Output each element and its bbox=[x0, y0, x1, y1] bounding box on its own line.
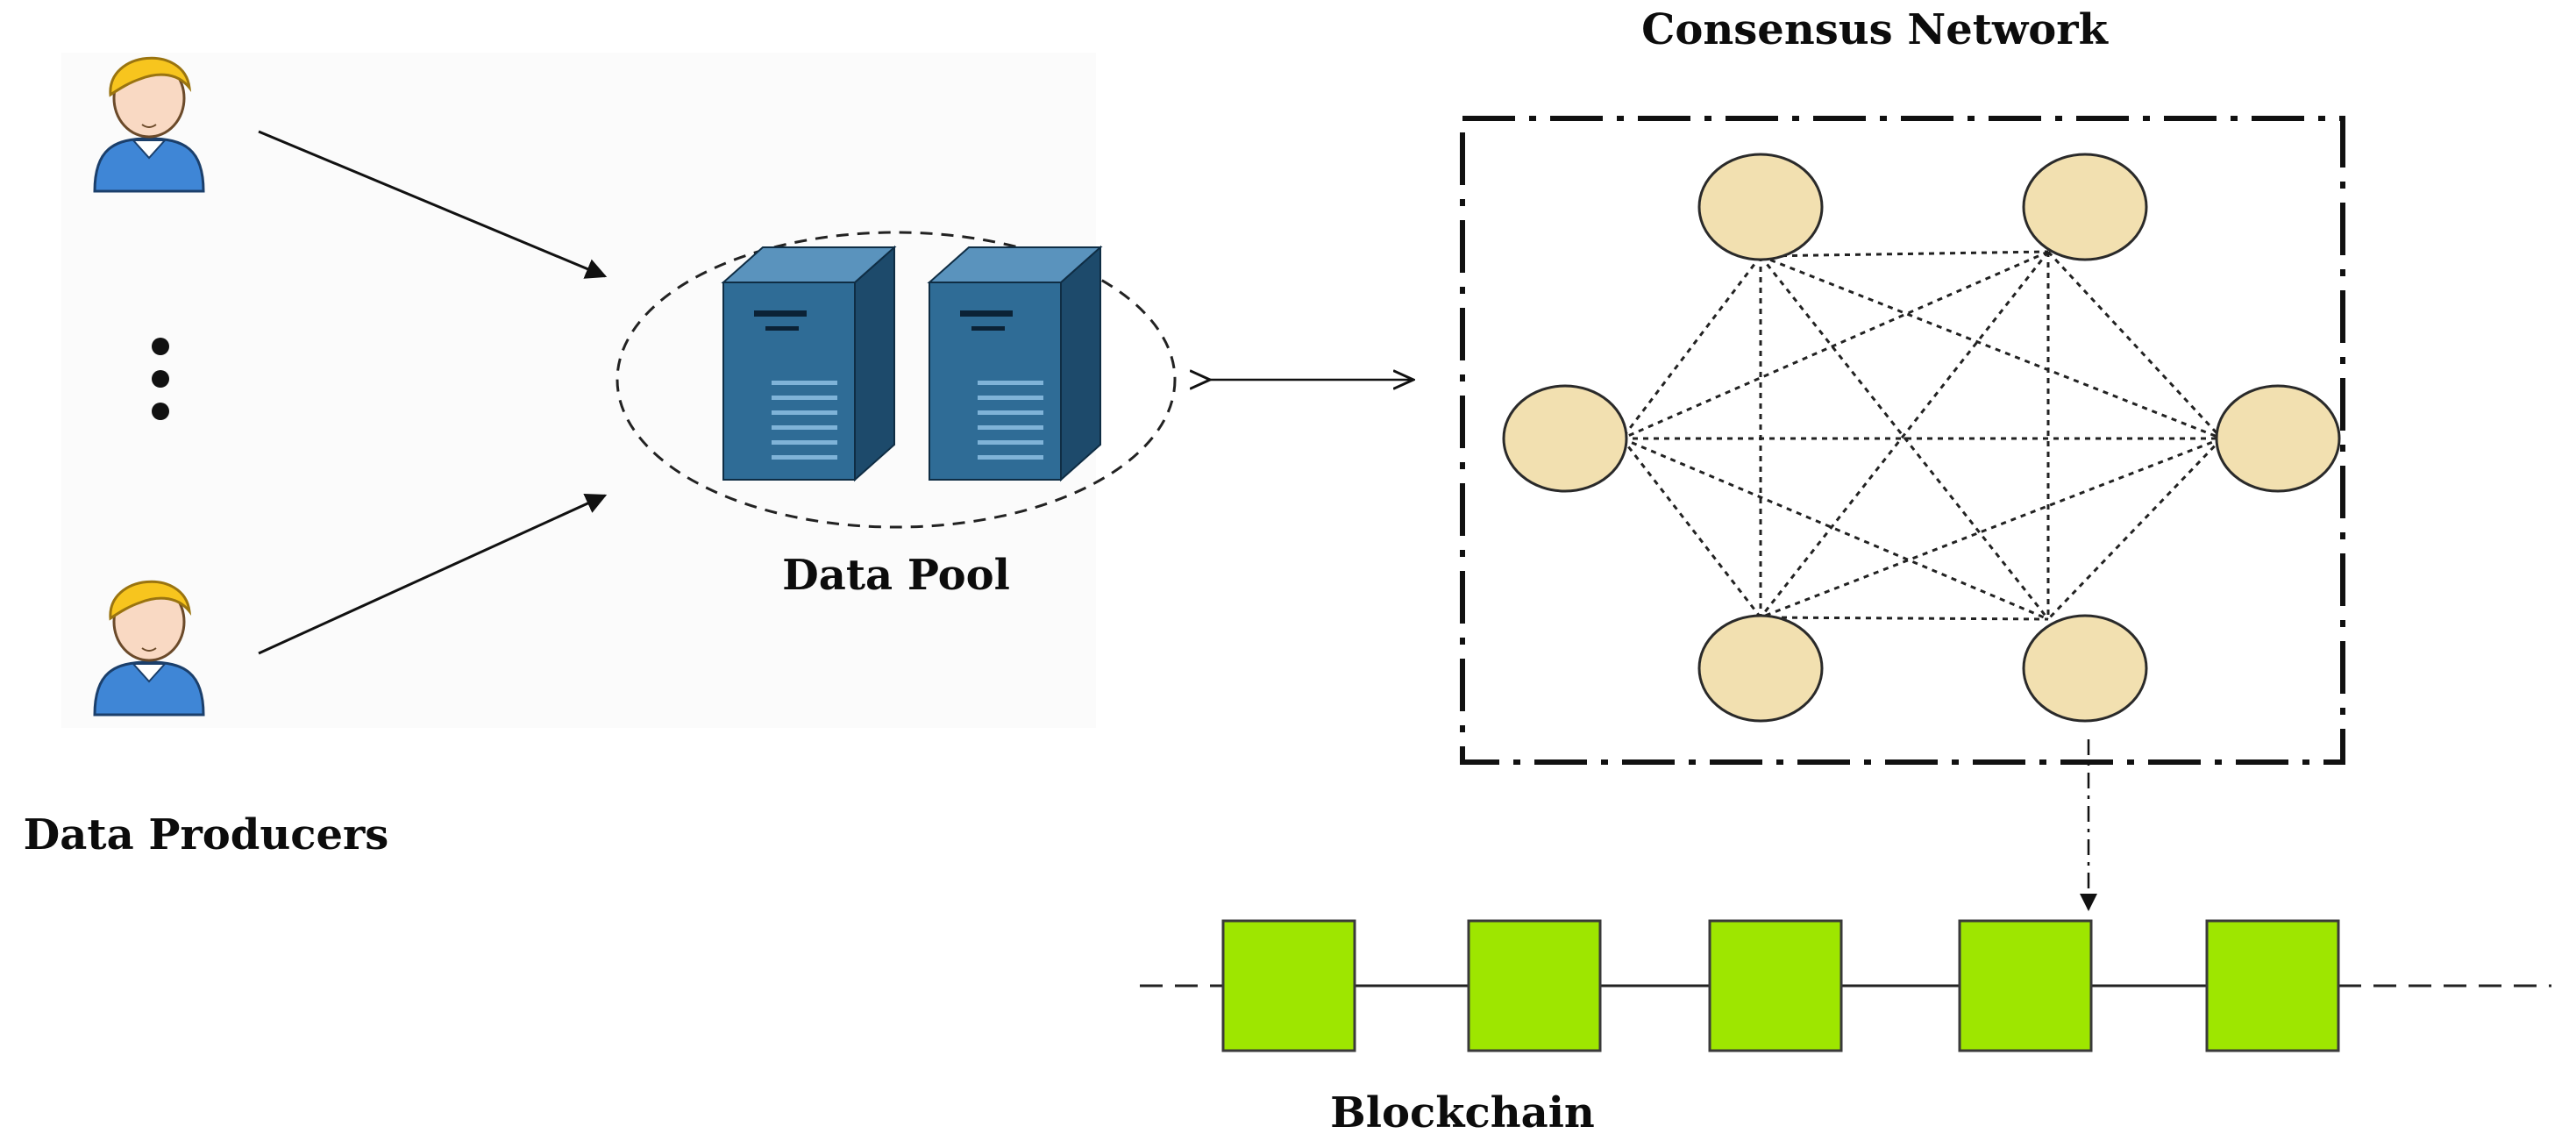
user-icon bbox=[93, 580, 205, 717]
consensus-node bbox=[1697, 153, 1824, 261]
consensus-node bbox=[2022, 614, 2148, 723]
data-producers-group bbox=[93, 56, 205, 717]
producer-ellipsis bbox=[152, 338, 169, 420]
data-pool-label: Data Pool bbox=[782, 551, 1010, 600]
consensus-link bbox=[1620, 255, 1762, 439]
consensus-node bbox=[2215, 384, 2341, 493]
consensus-link bbox=[1760, 616, 2049, 621]
server-icon bbox=[927, 245, 1103, 482]
consensus-link bbox=[1759, 255, 2050, 620]
consensus-mesh-links bbox=[1620, 250, 2224, 621]
producer-to-pool-arrow bbox=[258, 494, 608, 655]
blockchain-chain bbox=[1140, 919, 2551, 1052]
blockchain-block bbox=[1708, 919, 1843, 1052]
consensus-node bbox=[1502, 384, 1628, 493]
blockchain-block bbox=[1467, 919, 1602, 1052]
consensus-node bbox=[2022, 153, 2148, 261]
producer-to-pool-arrow bbox=[258, 130, 608, 279]
consensus-link bbox=[1759, 251, 2050, 618]
consensus-nodes bbox=[1502, 153, 2341, 723]
blockchain-block bbox=[1221, 919, 1356, 1052]
data-pool-servers bbox=[721, 245, 1103, 482]
data-producers-label: Data Producers bbox=[24, 810, 389, 859]
consensus-link bbox=[1760, 254, 2223, 440]
consensus-link bbox=[1760, 437, 2223, 619]
user-icon bbox=[93, 56, 205, 193]
consensus-network-boundary bbox=[1460, 116, 2345, 765]
consensus-link bbox=[1620, 438, 1762, 618]
consensus-network-label: Consensus Network bbox=[1641, 5, 2109, 54]
blockchain-block bbox=[1958, 919, 2093, 1052]
consensus-link bbox=[1760, 250, 2049, 258]
producer-panel-background bbox=[61, 53, 1096, 728]
consensus-link bbox=[1621, 250, 2049, 440]
blockchain-block bbox=[2205, 919, 2340, 1052]
data-pool-boundary bbox=[616, 231, 1177, 529]
consensus-link bbox=[2046, 437, 2224, 621]
consensus-link bbox=[2046, 250, 2224, 440]
consensus-node bbox=[1697, 614, 1824, 723]
blockchain-label: Blockchain bbox=[1330, 1088, 1595, 1137]
consensus-link bbox=[1621, 437, 2049, 621]
server-icon bbox=[721, 245, 897, 482]
